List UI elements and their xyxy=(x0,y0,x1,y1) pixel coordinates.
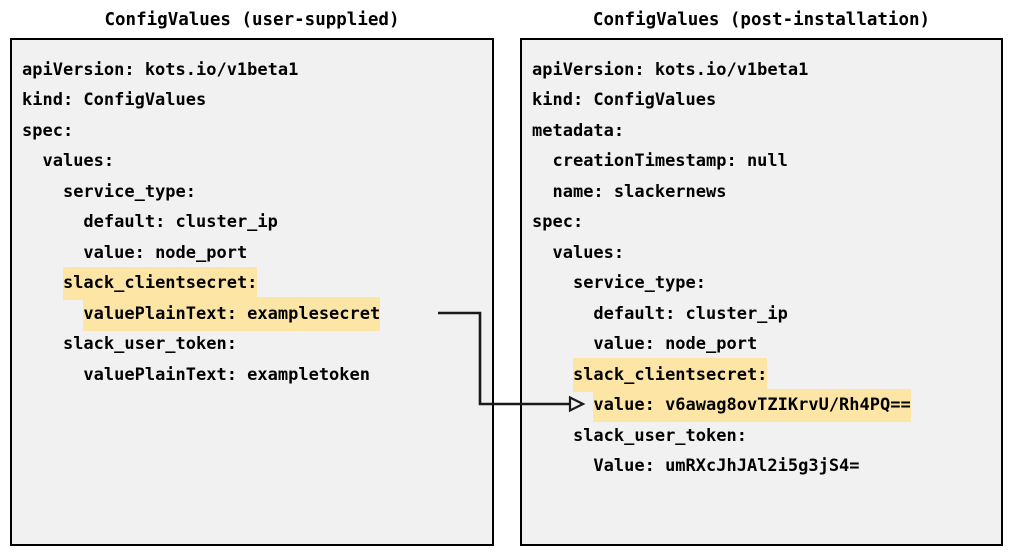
code-line-text: valuePlainText: exampletoken xyxy=(83,364,370,385)
code-line-text: value: v6awag8ovTZIKrvU/Rh4PQ== xyxy=(593,388,911,422)
code-block-post-installation: apiVersion: kots.io/v1beta1 kind: ConfigV… xyxy=(522,40,1001,480)
panel-title-post-installation: ConfigValues (post-installation) xyxy=(592,10,931,30)
code-indent xyxy=(22,177,63,208)
code-line: value: v6awag8ovTZIKrvU/Rh4PQ== xyxy=(522,388,1001,422)
code-line-text: values: xyxy=(552,242,625,263)
code-indent xyxy=(532,268,573,299)
code-line-text: value: node_port xyxy=(593,334,758,354)
code-line-text: valuePlainText: examplesecret xyxy=(83,297,381,331)
code-line-text: default: cluster_ip xyxy=(83,212,278,232)
code-line-text: name: slackernews xyxy=(552,181,727,202)
code-indent xyxy=(532,177,552,208)
code-indent xyxy=(22,329,63,360)
code-line: apiVersion: kots.io/v1beta1 xyxy=(12,53,492,84)
code-line-text: Value: umRXcJhJAl2i5g3jS4= xyxy=(593,456,860,476)
code-line-text: kind: ConfigValues xyxy=(532,90,717,110)
code-indent xyxy=(532,146,552,177)
code-line-text: slack_user_token: xyxy=(572,425,747,446)
code-line: slack_user_token: xyxy=(12,328,492,359)
code-line: valuePlainText: examplesecret xyxy=(12,297,492,331)
code-line: spec: xyxy=(522,206,1001,237)
code-line: slack_user_token: xyxy=(522,419,1001,450)
code-line: apiVersion: kots.io/v1beta1 xyxy=(522,53,1001,84)
code-line-text: apiVersion: kots.io/v1beta1 xyxy=(22,59,299,80)
code-block-user-supplied: apiVersion: kots.io/v1beta1 kind: ConfigV… xyxy=(12,40,492,389)
code-indent xyxy=(532,421,573,452)
code-indent xyxy=(532,390,593,421)
code-line-text: default: cluster_ip xyxy=(593,303,788,324)
code-indent xyxy=(22,146,42,177)
code-line: valuePlainText: exampletoken xyxy=(12,358,492,389)
code-line-text: apiVersion: kots.io/v1beta1 xyxy=(532,59,809,80)
code-line-text: spec: xyxy=(22,120,74,141)
code-line: name: slackernews xyxy=(522,175,1001,206)
code-line-text: metadata: xyxy=(532,120,625,141)
code-indent xyxy=(532,299,593,330)
code-line-text: slack_clientsecret: xyxy=(572,358,768,392)
code-line: service_type: xyxy=(522,267,1001,298)
code-line: kind: ConfigValues xyxy=(522,84,1001,115)
code-line: value: node_port xyxy=(12,236,492,267)
code-line-text: kind: ConfigValues xyxy=(22,90,207,110)
code-indent xyxy=(22,360,83,391)
code-indent xyxy=(22,268,63,299)
code-line: default: cluster_ip xyxy=(522,297,1001,328)
panel-user-supplied: apiVersion: kots.io/v1beta1 kind: ConfigV… xyxy=(10,38,494,546)
code-indent xyxy=(532,360,573,391)
code-line: slack_clientsecret: xyxy=(12,266,492,300)
code-line-text: service_type: xyxy=(572,273,707,293)
code-line-text: values: xyxy=(42,151,115,171)
code-indent xyxy=(532,451,593,482)
code-indent xyxy=(22,299,83,330)
code-line: default: cluster_ip xyxy=(12,206,492,237)
code-line: service_type: xyxy=(12,175,492,206)
code-line-text: service_type: xyxy=(62,181,197,202)
code-line: Value: umRXcJhJAl2i5g3jS4= xyxy=(522,450,1001,481)
panel-post-installation: apiVersion: kots.io/v1beta1 kind: ConfigV… xyxy=(520,38,1003,546)
code-line-text: value: node_port xyxy=(83,242,248,263)
code-line-text: spec: xyxy=(532,212,584,232)
code-line-text: slack_clientsecret: xyxy=(62,266,258,300)
code-line: metadata: xyxy=(522,114,1001,145)
code-line: value: node_port xyxy=(522,328,1001,359)
code-indent xyxy=(532,238,552,269)
code-line: spec: xyxy=(12,114,492,145)
code-line-text: slack_user_token: xyxy=(62,334,237,354)
panel-title-user-supplied: ConfigValues (user-supplied) xyxy=(104,10,400,30)
code-line: creationTimestamp: null xyxy=(522,145,1001,176)
code-indent xyxy=(532,329,593,360)
code-line-text: creationTimestamp: null xyxy=(552,151,788,171)
code-line: kind: ConfigValues xyxy=(12,84,492,115)
code-line: slack_clientsecret: xyxy=(522,358,1001,392)
code-line: values: xyxy=(12,145,492,176)
code-line: values: xyxy=(522,236,1001,267)
code-indent xyxy=(22,238,83,269)
code-indent xyxy=(22,207,83,238)
